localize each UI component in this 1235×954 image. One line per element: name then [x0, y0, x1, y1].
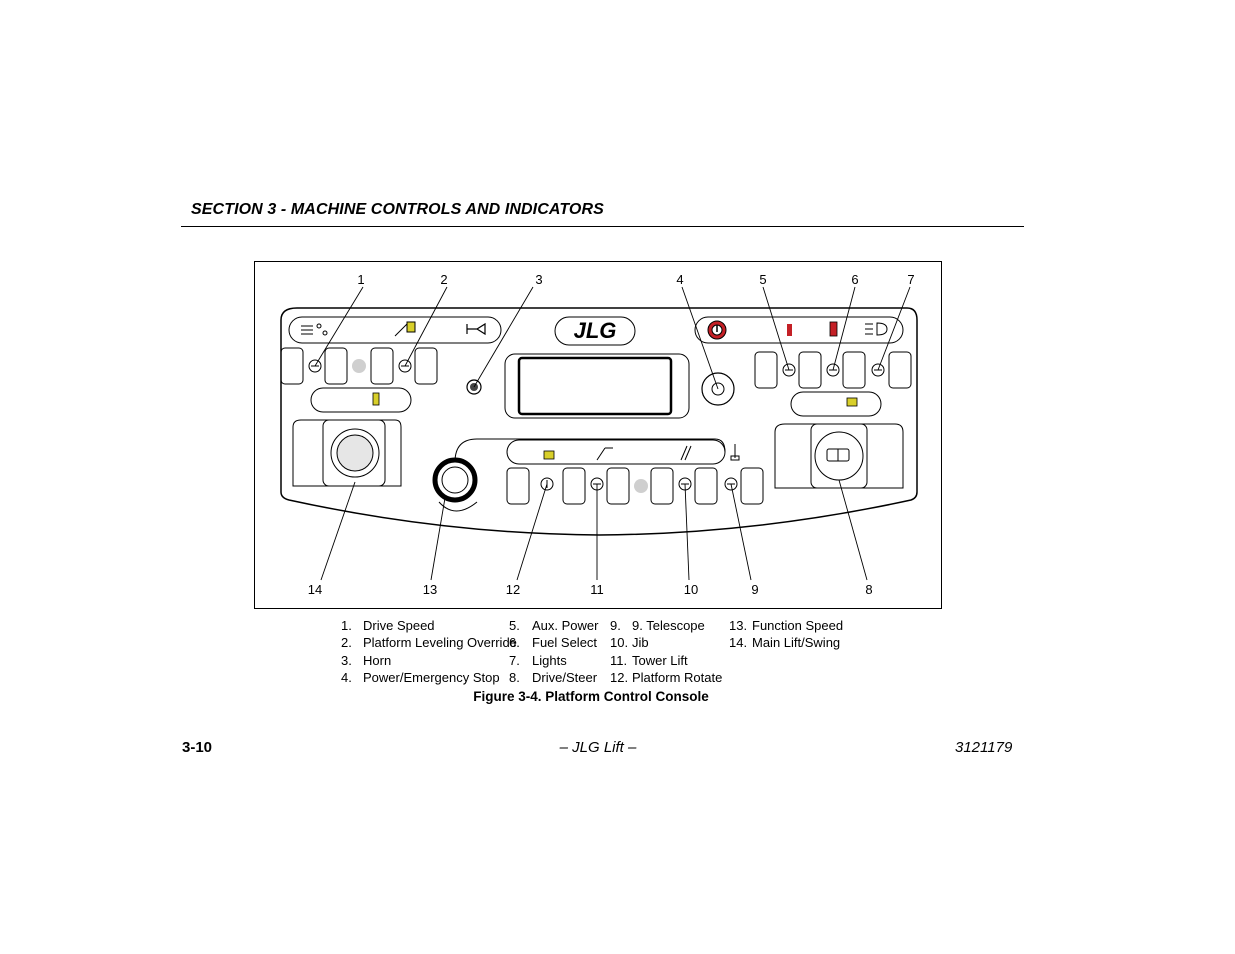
- aux-power-icon: [787, 324, 792, 336]
- legend-item: 10.Jib: [610, 635, 649, 651]
- console-outline: [280, 307, 918, 536]
- fuel-select-icon: [829, 321, 838, 337]
- legend-item: 14.Main Lift/Swing: [729, 635, 841, 651]
- lift-swing-icon: [372, 392, 380, 406]
- legend-item: 9.9. Telescope: [610, 618, 705, 633]
- legend-item: 1.Drive Speed: [341, 618, 435, 633]
- callout-9: 9: [751, 582, 758, 597]
- header-rule: [181, 226, 1024, 227]
- platform-rotate-icon: [543, 450, 555, 460]
- decal-upper-left: [288, 316, 502, 344]
- display-screen: [517, 356, 673, 416]
- callout-14: 14: [308, 582, 322, 597]
- legend-item: 6.Fuel Select: [509, 635, 598, 651]
- leader-lines: [314, 286, 911, 581]
- horn-icon: [466, 322, 486, 336]
- platform-control-console-figure: JLG: [254, 261, 942, 609]
- callout-8: 8: [865, 582, 872, 597]
- legend-item: 3.Horn: [341, 652, 392, 668]
- drive-speed-icon: [301, 323, 328, 336]
- horn-button: [466, 379, 482, 395]
- page-number: 3-10: [182, 739, 213, 756]
- footer-title: – JLG Lift –: [559, 739, 637, 756]
- joystick-main-lift-swing: [292, 419, 402, 487]
- callout-13: 13: [423, 582, 437, 597]
- callout-12: 12: [506, 582, 520, 597]
- telescope-icon: [730, 444, 740, 461]
- switch-row-upper-right: [754, 351, 912, 389]
- callout-11: 11: [590, 582, 604, 597]
- decal-drive-steer: [790, 391, 882, 417]
- lights-icon: [865, 322, 888, 336]
- brand-logo: JLG: [574, 318, 617, 343]
- legend-column-4: 13.Function Speed 14.Main Lift/Swing: [729, 617, 843, 652]
- display-bezel: [504, 353, 690, 419]
- emergency-stop-button: [701, 372, 735, 406]
- decal-functions: [506, 439, 726, 465]
- tower-lift-icon: [680, 445, 692, 461]
- callout-2: 2: [440, 272, 447, 287]
- section-title: SECTION 3 - MACHINE CONTROLS AND INDICAT…: [191, 201, 604, 218]
- console-drawing: JLG: [280, 272, 918, 597]
- legend-item: 5.Aux. Power: [509, 618, 599, 633]
- legend-item: 12.Platform Rotate: [610, 670, 723, 686]
- callout-5: 5: [759, 272, 766, 287]
- indicator-light-lower: [634, 479, 648, 493]
- legend-item: 4.Power/Emergency Stop: [341, 670, 500, 686]
- indicator-light: [352, 359, 366, 373]
- document-number: 3121179: [955, 739, 1013, 756]
- function-speed-dial: [432, 457, 478, 503]
- legend-column-2: 5.Aux. Power 6.Fuel Select 7.Lights 8.Dr…: [509, 617, 598, 687]
- drive-steer-icon: [846, 397, 858, 407]
- platform-level-icon: [394, 321, 416, 337]
- callout-4: 4: [676, 272, 683, 287]
- callout-3: 3: [535, 272, 542, 287]
- decal-lift-swing: [310, 387, 412, 413]
- switch-row-upper-left: [280, 347, 438, 385]
- legend-column-1: 1.Drive Speed 2.Platform Leveling Overri…: [341, 617, 517, 687]
- joystick-drive-steer: [774, 423, 904, 489]
- decal-upper-right: [694, 316, 904, 344]
- legend-item: 11.Tower Lift: [610, 652, 688, 668]
- legend-item: 7.Lights: [509, 652, 567, 668]
- callout-7: 7: [907, 272, 914, 287]
- callout-10: 10: [684, 582, 698, 597]
- legend-column-3: 9.9. Telescope 10.Jib 11.Tower Lift 12.P…: [610, 617, 722, 687]
- logo-panel: [554, 316, 636, 346]
- callout-6: 6: [851, 272, 858, 287]
- legend-item: 13.Function Speed: [729, 618, 844, 633]
- switch-row-lower: [506, 467, 764, 505]
- legend-item: 8.Drive/Steer: [509, 670, 598, 686]
- callout-1: 1: [357, 272, 364, 287]
- legend-item: 2.Platform Leveling Override: [341, 635, 517, 651]
- figure-caption: Figure 3-4. Platform Control Console: [473, 689, 709, 704]
- jib-icon: [596, 447, 613, 461]
